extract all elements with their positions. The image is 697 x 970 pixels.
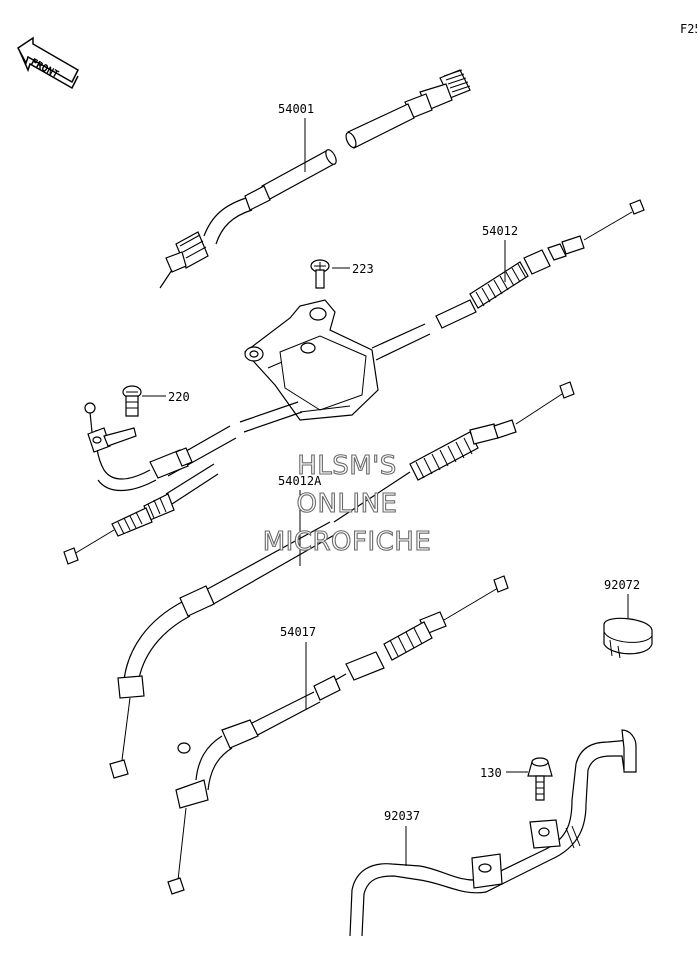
throttle-cable-54012a: 54012A [109, 381, 575, 779]
part-label-223: 223 [352, 262, 374, 276]
watermark: HLSM'S ONLINE MICROFICHE [262, 450, 432, 557]
screw-220: 220 [122, 385, 190, 417]
part-label-54012: 54012 [482, 224, 518, 238]
bolt-130: 130 [480, 757, 553, 801]
part-label-220: 220 [168, 390, 190, 404]
throttle-cable-54012: 54012 [371, 199, 645, 361]
choke-cable-54017: 54017 [167, 575, 509, 895]
part-label-130: 130 [480, 766, 502, 780]
part-label-92037: 92037 [384, 809, 420, 823]
throttle-cable-left [63, 401, 303, 565]
front-arrow-icon: FRONT [17, 36, 79, 90]
part-label-54012A: 54012A [278, 474, 322, 488]
part-label-54001: 54001 [278, 102, 314, 116]
part-label-54017: 54017 [280, 625, 316, 639]
speedometer-cable: 54001 [159, 69, 471, 289]
clamp-92072: 92072 [603, 578, 653, 659]
cable-holder-92037: 92037 [349, 729, 637, 937]
watermark-line-3: MICROFICHE [263, 527, 432, 557]
watermark-line-2: ONLINE [297, 489, 398, 519]
watermark-line-1: HLSM'S [297, 451, 397, 481]
part-label-92072: 92072 [604, 578, 640, 592]
throttle-case [244, 299, 379, 421]
figure-code: F25 [680, 22, 697, 36]
screw-223: 223 [310, 259, 374, 289]
